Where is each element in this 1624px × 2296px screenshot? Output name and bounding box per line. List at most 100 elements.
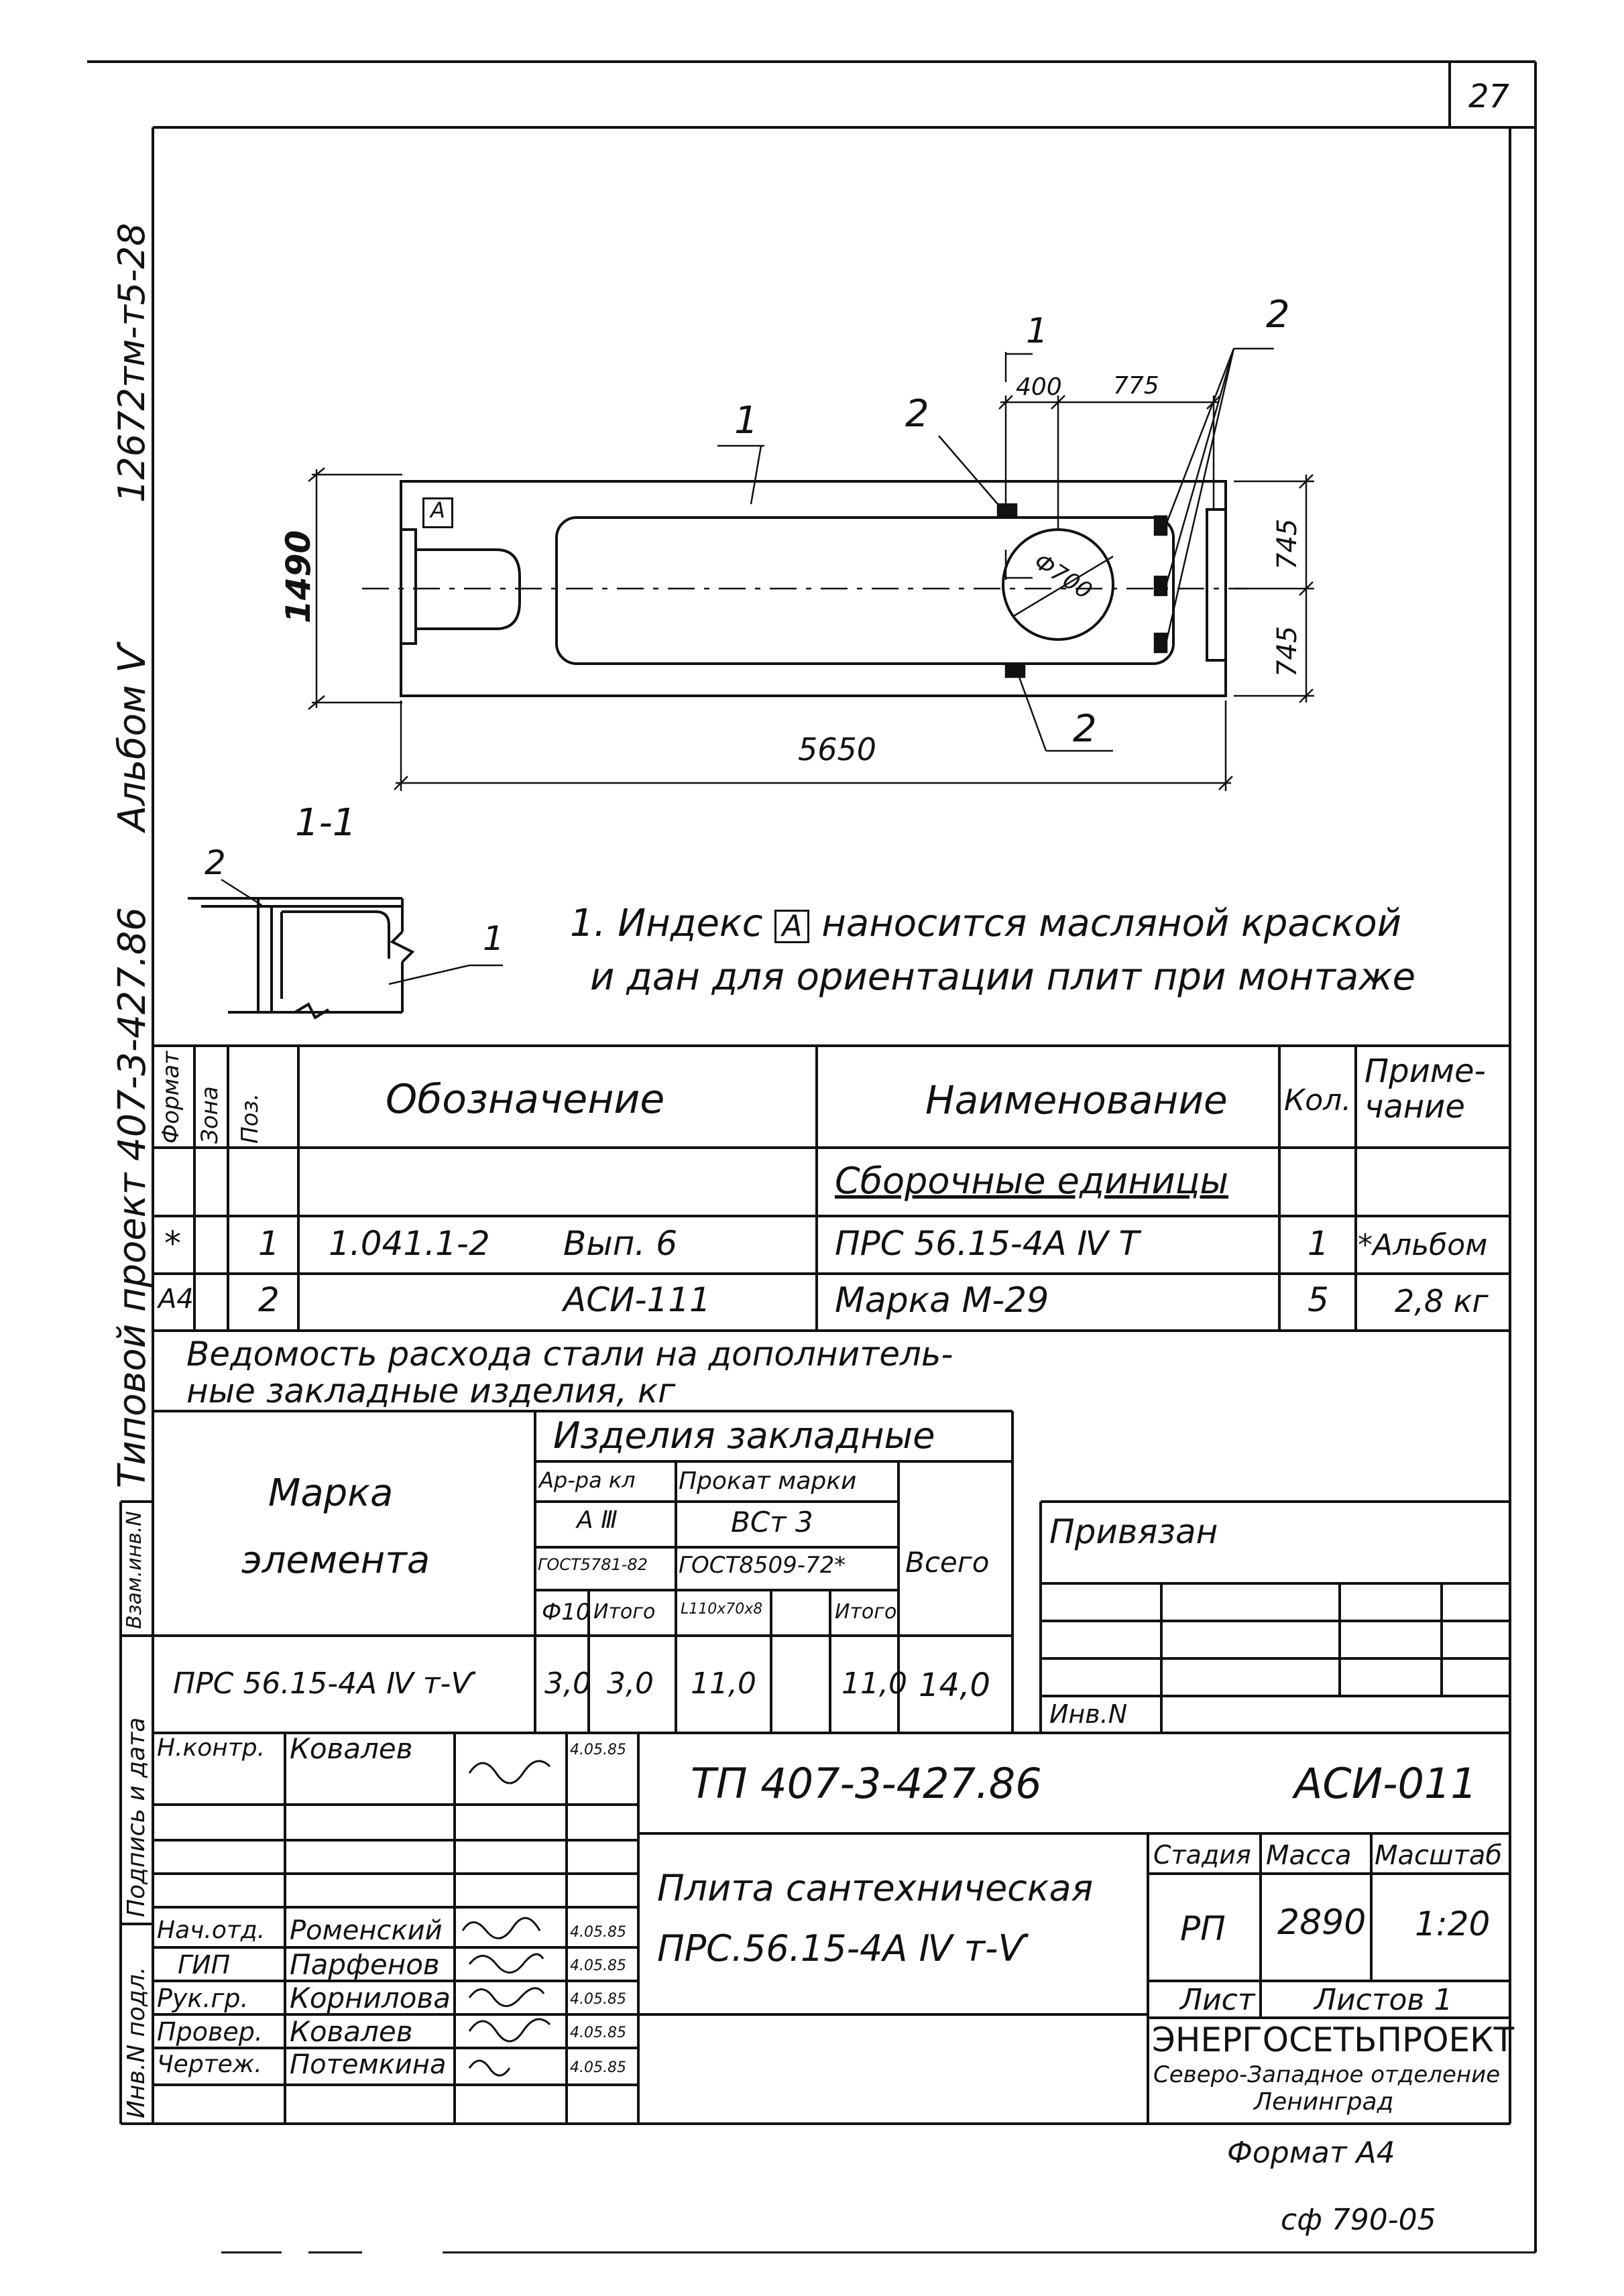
signer-1-date: 4.05.85 bbox=[570, 1742, 626, 1758]
stamp-scale-h: Масштаб bbox=[1375, 1840, 1503, 1871]
stamp-sheet-code: АСИ-011 bbox=[1294, 1759, 1477, 1808]
plan-pos2-top: 2 bbox=[905, 392, 929, 436]
signer-3-date: 4.05.85 bbox=[570, 1957, 626, 1974]
stamp-org-2: Северо-Западное отделение bbox=[1153, 2061, 1501, 2088]
steel-sub-itogo: Итого bbox=[593, 1600, 656, 1624]
spec-r1-note: *Альбом bbox=[1358, 1228, 1488, 1262]
spec-r2-format: А4 bbox=[158, 1284, 194, 1315]
steel-title-2: ные закладные изделия, кг bbox=[186, 1372, 676, 1410]
spec-r1-issue: Вып. 6 bbox=[563, 1224, 678, 1263]
signer-2-role: Нач.отд. bbox=[157, 1917, 266, 1944]
page-number: 27 bbox=[1468, 78, 1510, 115]
stamp-title-1: Плита сантехническая bbox=[657, 1867, 1094, 1909]
stamp-stage-h: Стадия bbox=[1153, 1840, 1251, 1870]
signer-3-name: Парфенов bbox=[290, 1948, 440, 1981]
steel-rebar-gost: ГОСТ5781-82 bbox=[538, 1555, 648, 1574]
spec-h-format: Формат bbox=[158, 1051, 184, 1144]
spec-r2-note: 2,8 кг bbox=[1395, 1283, 1489, 1319]
steel-sub-phi: Ф10 bbox=[542, 1599, 591, 1626]
steel-row-phi: 3,0 bbox=[544, 1667, 591, 1701]
steel-rolled-grade: ВСт 3 bbox=[731, 1506, 813, 1538]
steel-row-angle: 11,0 bbox=[691, 1667, 756, 1701]
spec-h-designation: Обозначение bbox=[386, 1076, 665, 1123]
privyazan-label: Привязан bbox=[1049, 1512, 1218, 1551]
spec-h-pos: Поз. bbox=[237, 1093, 264, 1144]
stamp-title-2: ПРС.56.15-4А Ⅳ т-Ѵ bbox=[657, 1927, 1027, 1970]
steel-row-mark: ПРС 56.15-4А Ⅳ т-Ѵ bbox=[173, 1667, 474, 1701]
note-marker: А bbox=[774, 910, 810, 943]
steel-group: Изделия закладные bbox=[553, 1414, 935, 1457]
footer-code: сф 790-05 bbox=[1281, 2203, 1436, 2237]
steel-sub-angle: L110x70x8 bbox=[681, 1601, 763, 1618]
dim-745-top: 745 bbox=[1272, 518, 1303, 570]
signer-2-name: Роменский bbox=[290, 1915, 443, 1946]
steel-rolled-gost: ГОСТ8509-72* bbox=[679, 1552, 846, 1579]
spec-h-note: Приме-чание bbox=[1365, 1054, 1509, 1125]
section-mark: 1 bbox=[1026, 311, 1049, 351]
margin-vzam: Взам.инв.N bbox=[123, 1511, 146, 1629]
margin-inv-podl: Инв.N подл. bbox=[123, 1966, 150, 2118]
steel-mark-2: элемента bbox=[241, 1538, 430, 1582]
spec-h-zone: Зона bbox=[196, 1086, 223, 1144]
stamp-sheets-h: Листов 1 bbox=[1314, 1983, 1453, 2017]
marker-a-text: А bbox=[430, 497, 445, 523]
stamp-scale: 1:20 bbox=[1415, 1905, 1491, 1943]
signer-5-name: Ковалев bbox=[290, 2015, 413, 2048]
steel-rolled: Прокат марки bbox=[679, 1467, 857, 1495]
section-pos2: 2 bbox=[205, 843, 226, 882]
dim-775: 775 bbox=[1113, 372, 1159, 400]
spec-section-title: Сборочные единицы bbox=[835, 1160, 1229, 1202]
spec-r2-qty: 5 bbox=[1308, 1280, 1329, 1319]
steel-row-total: 14,0 bbox=[919, 1667, 990, 1704]
signer-1-name: Ковалев bbox=[290, 1732, 413, 1765]
steel-rebar-class: А Ⅲ bbox=[577, 1506, 618, 1534]
spec-r1-format: * bbox=[164, 1224, 181, 1263]
spec-r1-designation: 1.041.1-2 bbox=[329, 1224, 490, 1263]
plan-pos1: 1 bbox=[734, 399, 758, 442]
note-prefix: 1. Индекс bbox=[570, 902, 763, 945]
stamp-code: ТП 407-3-427.86 bbox=[691, 1759, 1042, 1808]
steel-mark-1: Марка bbox=[268, 1471, 394, 1515]
signer-4-name: Корнилова bbox=[290, 1982, 451, 2014]
stamp-mass: 2890 bbox=[1277, 1902, 1367, 1943]
margin-top-code: 12672тм-т5-28 bbox=[111, 223, 153, 503]
note-suffix: наносится масляной краской bbox=[821, 902, 1402, 945]
steel-rebar: Ар-ра кл bbox=[539, 1467, 636, 1493]
spec-r2-name: Марка М-29 bbox=[835, 1280, 1049, 1321]
spec-h-qty: Кол. bbox=[1284, 1083, 1352, 1117]
margin-album: Альбом Ѵ bbox=[111, 644, 154, 831]
plan-pos2-bottom: 2 bbox=[1073, 707, 1097, 751]
spec-r2-issue: АСИ-111 bbox=[563, 1280, 711, 1319]
stamp-org-1: ЭНЕРГОСЕТЬПРОЕКТ bbox=[1152, 2020, 1515, 2059]
signer-4-role: Рук.гр. bbox=[157, 1984, 249, 2013]
steel-row-itogo: 3,0 bbox=[607, 1667, 654, 1701]
plan-pos2-right: 2 bbox=[1266, 293, 1290, 337]
margin-podpis: Подпись и дата bbox=[123, 1717, 150, 1917]
dim-745-bottom: 745 bbox=[1272, 625, 1303, 677]
signer-5-date: 4.05.85 bbox=[570, 2025, 626, 2041]
signer-3-role: ГИП bbox=[178, 1950, 231, 1980]
signer-5-role: Провер. bbox=[157, 2017, 263, 2047]
dim-5650: 5650 bbox=[798, 731, 877, 768]
section-title: 1-1 bbox=[295, 801, 357, 845]
signer-1-role: Н.контр. bbox=[157, 1734, 266, 1762]
signer-2-date: 4.05.85 bbox=[570, 1924, 626, 1941]
signer-4-date: 4.05.85 bbox=[570, 1991, 626, 2008]
format-label: Формат А4 bbox=[1227, 2136, 1395, 2170]
section-pos1: 1 bbox=[483, 919, 504, 958]
marker-a: А bbox=[422, 497, 453, 528]
note-line2: и дан для ориентации плит при монтаже bbox=[590, 955, 1416, 999]
spec-r2-pos: 2 bbox=[258, 1280, 280, 1319]
privyazan-inv: Инв.N bbox=[1049, 1699, 1128, 1729]
stamp-org-3: Ленинград bbox=[1254, 2088, 1394, 2116]
steel-sub-itogo2: Итого bbox=[835, 1600, 897, 1624]
signer-6-date: 4.05.85 bbox=[570, 2059, 626, 2076]
spec-r1-name: ПРС 56.15-4А Ⅳ Т bbox=[835, 1224, 1140, 1263]
dim-1490: 1490 bbox=[279, 530, 318, 623]
note-line1: 1. Индекс А наносится масляной краской bbox=[570, 905, 1401, 943]
steel-title-1: Ведомость расхода стали на дополнитель- bbox=[186, 1335, 953, 1374]
spec-r1-pos: 1 bbox=[258, 1224, 280, 1263]
stamp-stage: РП bbox=[1180, 1909, 1226, 1948]
spec-h-name: Наименование bbox=[925, 1077, 1228, 1123]
